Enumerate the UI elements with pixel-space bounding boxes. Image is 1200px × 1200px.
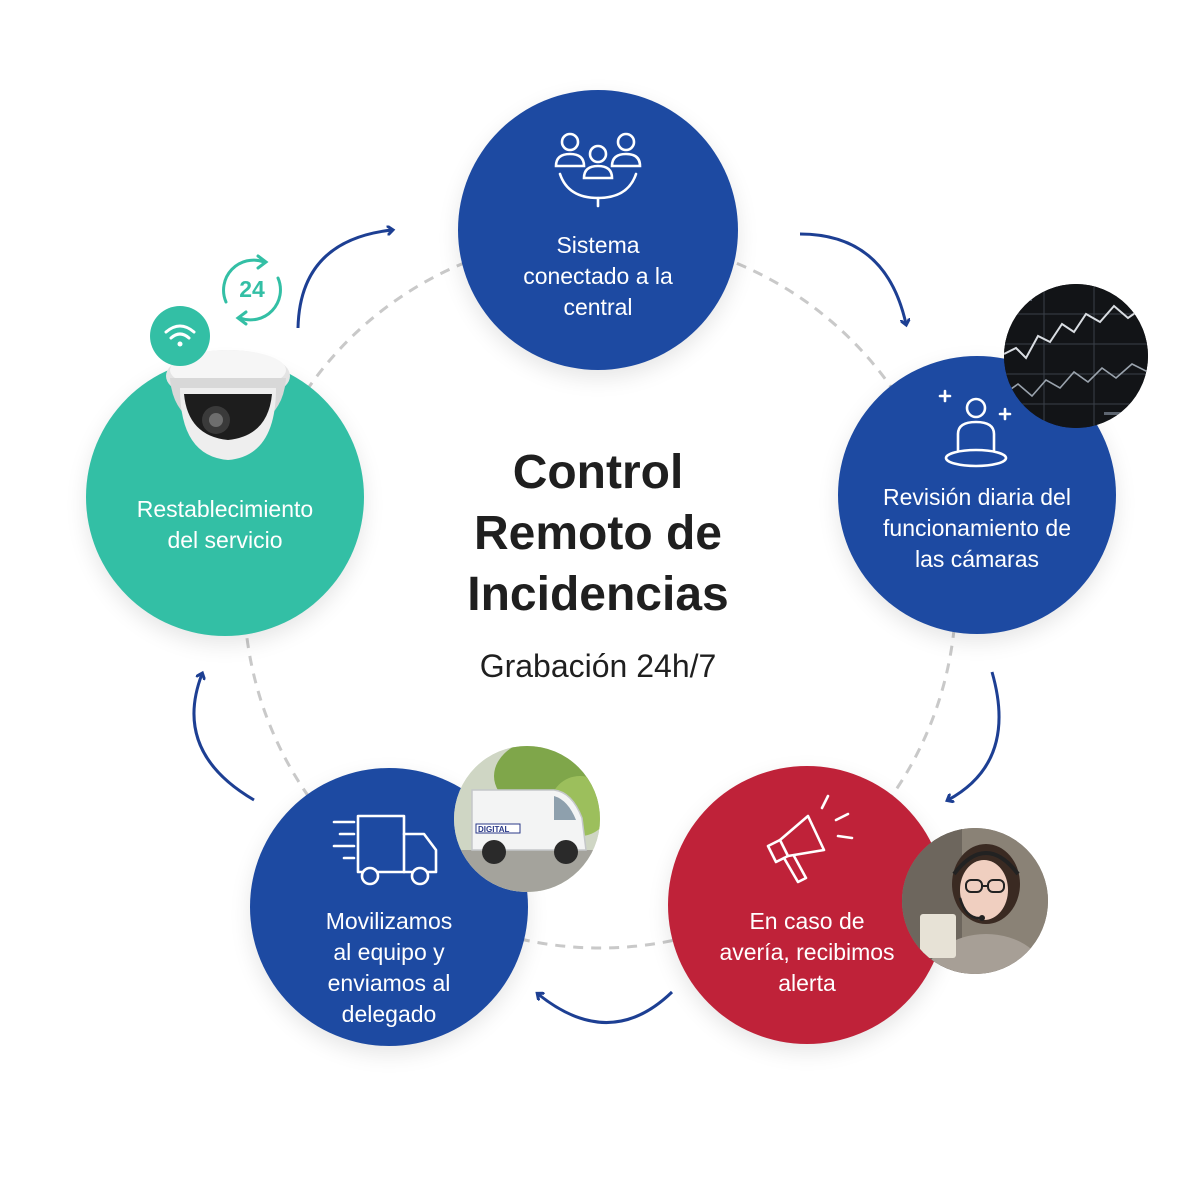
- step-1-label-line: central: [563, 294, 633, 320]
- step-1-label-line: conectado a la: [523, 263, 673, 289]
- monitor-chart-photo: [1004, 284, 1148, 428]
- step-revision-diaria: Revisión diaria del funcionamiento de la…: [838, 356, 1116, 634]
- step-sistema-conectado: Sistema conectado a la central: [458, 90, 738, 370]
- diagram-subtitle: Grabación 24h/7: [479, 648, 717, 684]
- arrow-1-to-2: [799, 232, 906, 324]
- step-5-label-line: del servicio: [167, 527, 283, 553]
- arrow-2-to-3: [948, 671, 1001, 800]
- title-line: Remoto de: [473, 507, 722, 560]
- arrow-4-to-5: [192, 674, 255, 802]
- step-4-label-line: delegado: [341, 1001, 437, 1027]
- diagram-title: Control Remoto de Incidencias: [398, 442, 798, 625]
- service-van-photo: DIGITAL: [454, 746, 600, 892]
- step-2-label-line: las cámaras: [915, 546, 1039, 572]
- step-2-label-line: Revisión diaria del: [883, 484, 1071, 510]
- dome-camera-icon: [166, 350, 290, 460]
- step-3-label-line: En caso de: [749, 908, 865, 934]
- person-review-icon: [938, 389, 1012, 468]
- title-line: Control: [512, 446, 684, 499]
- step-5-label-line: Restablecimiento: [136, 496, 314, 522]
- title-line: Incidencias: [467, 568, 729, 621]
- wifi-icon: [164, 324, 196, 347]
- arrow-3-to-4: [538, 990, 674, 1024]
- step-alerta-averia: En caso de avería, recibimos alerta: [668, 766, 946, 1044]
- delivery-truck-icon: [332, 814, 438, 886]
- arrow-5-to-1: [296, 230, 392, 329]
- users-network-icon: [554, 132, 642, 208]
- step-2-label-line: funcionamiento de: [883, 515, 1071, 541]
- cycle-arrows-icon: [222, 254, 282, 326]
- step-3-label-line: alerta: [778, 970, 836, 996]
- step-4-label-line: al equipo y: [333, 939, 445, 965]
- step-4-label-line: enviamos al: [327, 970, 451, 996]
- wifi-badge: [150, 306, 210, 366]
- 24h-label: 24: [239, 276, 265, 302]
- step-4-label-line: Movilizamos: [325, 908, 453, 934]
- operator-headset-photo: [902, 828, 1048, 974]
- megaphone-icon: [766, 794, 854, 884]
- step-3-label-line: avería, recibimos: [719, 939, 895, 965]
- van-logo-text: DIGITAL: [478, 825, 510, 834]
- 24h-badge: 24: [214, 252, 290, 328]
- step-1-label-line: Sistema: [556, 232, 640, 258]
